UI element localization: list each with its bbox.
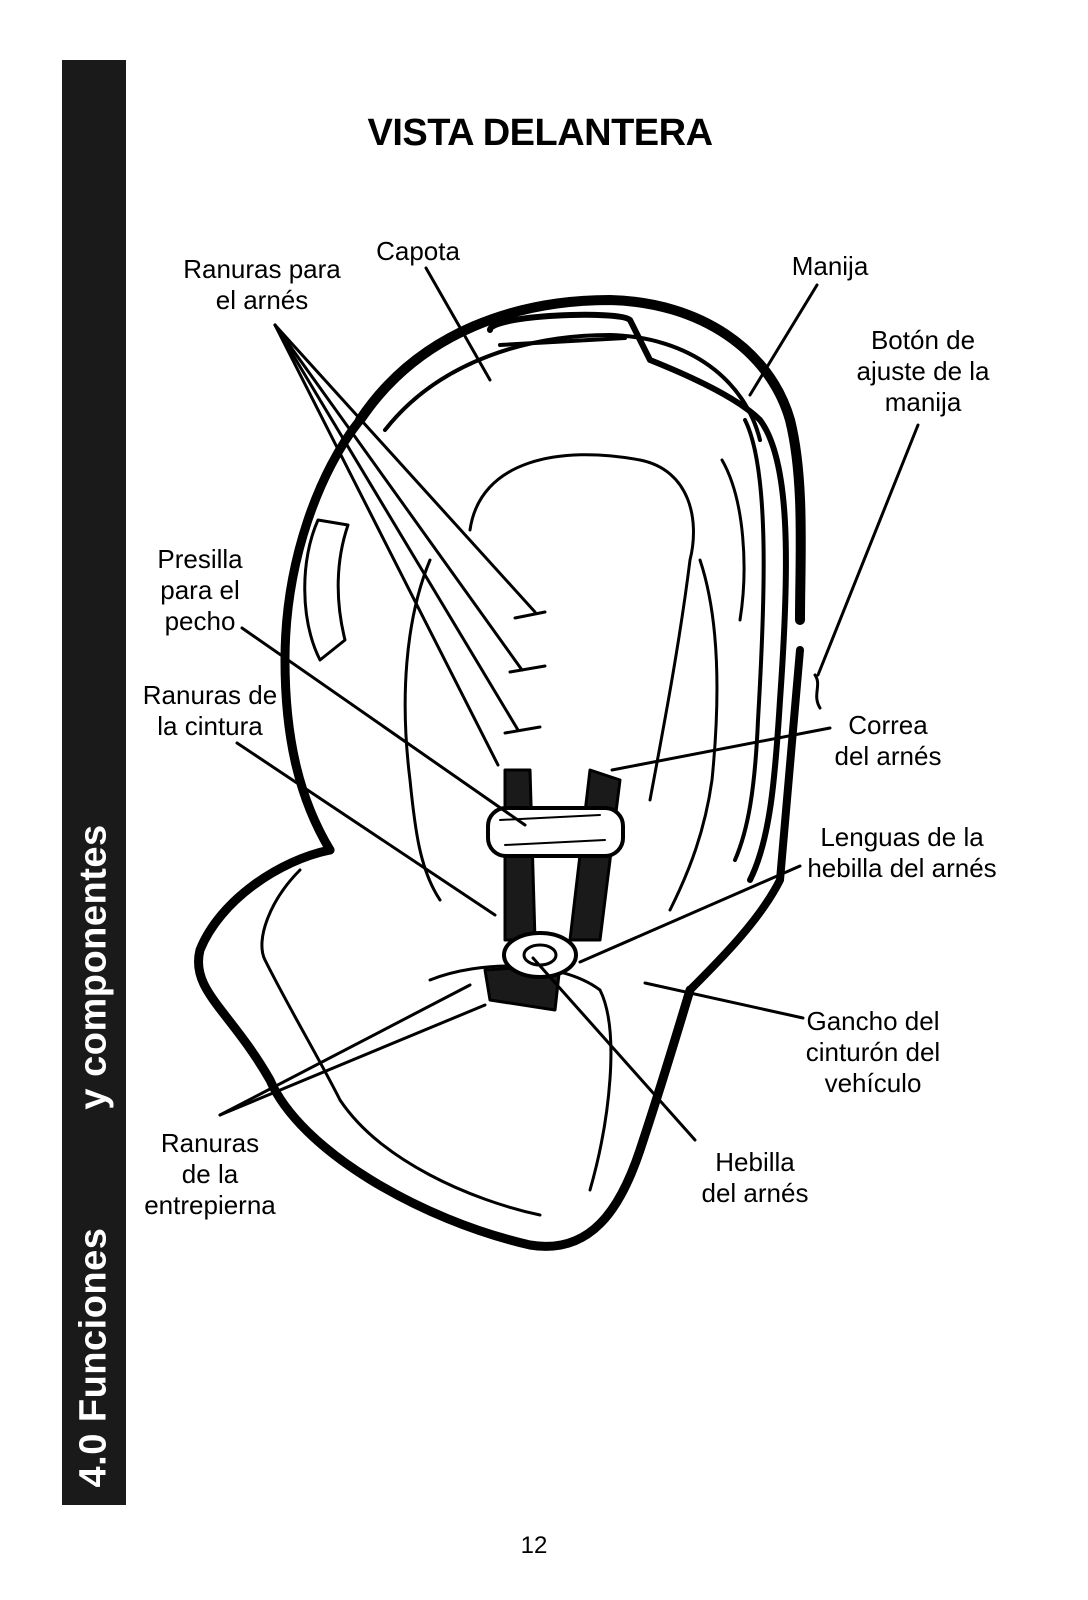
leader-correa-arnes xyxy=(610,726,832,772)
harness-slot-3 xyxy=(503,725,542,735)
leader-lenguas-hebilla xyxy=(578,864,802,964)
label-manija: Manija xyxy=(791,251,869,281)
seat-lower-outline xyxy=(194,845,695,1251)
label-ranuras-entrepierna: Ranuras de la entrepierna xyxy=(144,1128,276,1220)
leader-capota xyxy=(424,266,492,382)
label-correa-arnes: Correa del arnés xyxy=(834,710,942,771)
handle-side-inner xyxy=(733,418,766,862)
label-capota: Capota xyxy=(376,236,460,266)
handle-inner xyxy=(498,336,627,347)
leader-ranuras-cintura xyxy=(235,741,497,917)
leader-ranuras-arnes-4 xyxy=(273,323,500,767)
leader-ranuras-arnes-3 xyxy=(273,323,520,732)
label-boton-ajuste: Botón de ajuste de la manija xyxy=(856,325,990,417)
page-number: 12 xyxy=(520,1532,548,1559)
leader-ranuras-entrepierna-2 xyxy=(218,1003,487,1117)
harness-slot-1 xyxy=(513,610,547,620)
leader-ranuras-arnes-1 xyxy=(273,323,537,614)
chest-clip-shape xyxy=(486,806,625,858)
seat-inner-left xyxy=(403,558,442,902)
canopy-inner-line xyxy=(383,333,762,442)
harness-slot-2 xyxy=(508,664,547,674)
leader-lines xyxy=(218,266,920,1142)
carry-handle xyxy=(487,311,789,883)
seat-lower-inner xyxy=(260,868,542,1217)
leader-ranuras-arnes-2 xyxy=(273,323,524,672)
seat-back-cushion xyxy=(468,453,695,802)
label-lenguas-hebilla: Lenguas de la hebilla del arnés xyxy=(807,822,997,883)
left-side-wing xyxy=(303,518,350,662)
base-right xyxy=(686,646,804,994)
label-gancho-cinturon: Gancho del cinturón del vehículo xyxy=(805,1006,941,1098)
leader-manija xyxy=(748,283,819,397)
leg-rest xyxy=(428,964,613,1192)
seat-left-edge xyxy=(280,415,365,855)
page-title: VISTA DELANTERA xyxy=(367,112,713,154)
label-hebilla-arnes: Hebilla del arnés xyxy=(701,1147,809,1208)
label-ranuras-cintura: Ranuras de la cintura xyxy=(142,680,278,741)
right-side-wing xyxy=(720,458,746,622)
leader-ranuras-entrepierna-1 xyxy=(218,983,472,1117)
buckle-shape xyxy=(502,931,578,979)
seat-inner-right xyxy=(668,558,719,912)
label-presilla-pecho: Presilla para el pecho xyxy=(157,544,243,636)
leader-boton-ajuste xyxy=(816,423,920,677)
leader-presilla-pecho xyxy=(240,626,527,827)
handle-adjust-button xyxy=(813,673,822,710)
section-tab: 4.0 Funciones y componentes xyxy=(62,60,126,1505)
leader-hebilla-arnes xyxy=(531,956,697,1142)
label-ranuras-arnes: Ranuras para el arnés xyxy=(183,254,341,315)
leader-gancho-cinturon xyxy=(643,981,805,1020)
